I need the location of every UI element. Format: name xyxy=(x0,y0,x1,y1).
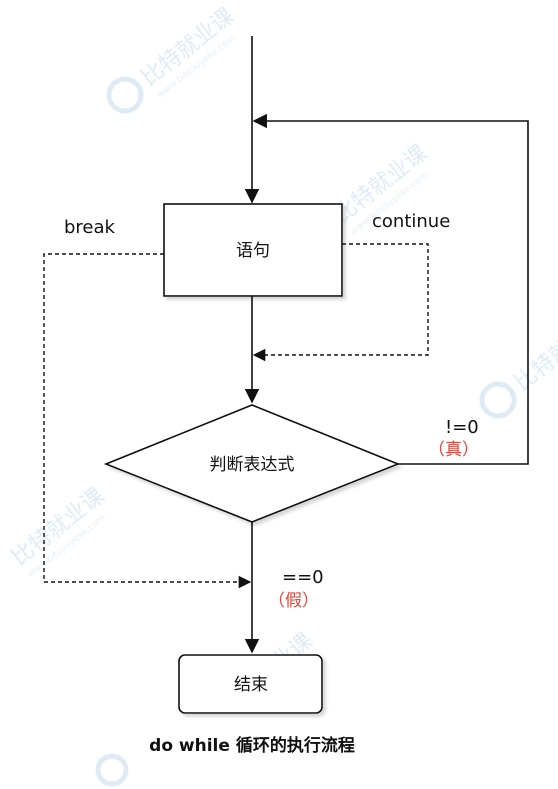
break-arrow xyxy=(43,253,252,589)
true-note: （真） xyxy=(428,440,479,460)
false-note: （假） xyxy=(268,591,319,611)
watermark-logo-icon xyxy=(106,76,144,114)
true-label: !=0 xyxy=(445,417,479,438)
statement-node: 语句 xyxy=(163,203,343,297)
diagram-caption: do while 循环的执行流程 xyxy=(149,735,355,756)
end-box xyxy=(178,654,323,714)
false-label: ==0 xyxy=(282,567,324,588)
condition-label: 判断表达式 xyxy=(210,455,295,475)
break-label: break xyxy=(64,217,116,238)
condition-node: 判断表达式 xyxy=(103,404,401,523)
watermark-logo-icon xyxy=(95,753,129,787)
watermark-text: 比特就业课 xyxy=(510,309,558,396)
continue-arrow xyxy=(252,243,429,362)
statement-box xyxy=(163,203,343,297)
watermark-logo-icon xyxy=(479,381,517,419)
end-node: 结束 xyxy=(178,654,323,714)
end-label: 结束 xyxy=(234,675,268,695)
true-loop-arrow xyxy=(252,113,529,465)
continue-label: continue xyxy=(372,211,450,232)
statement-label: 语句 xyxy=(236,241,270,261)
